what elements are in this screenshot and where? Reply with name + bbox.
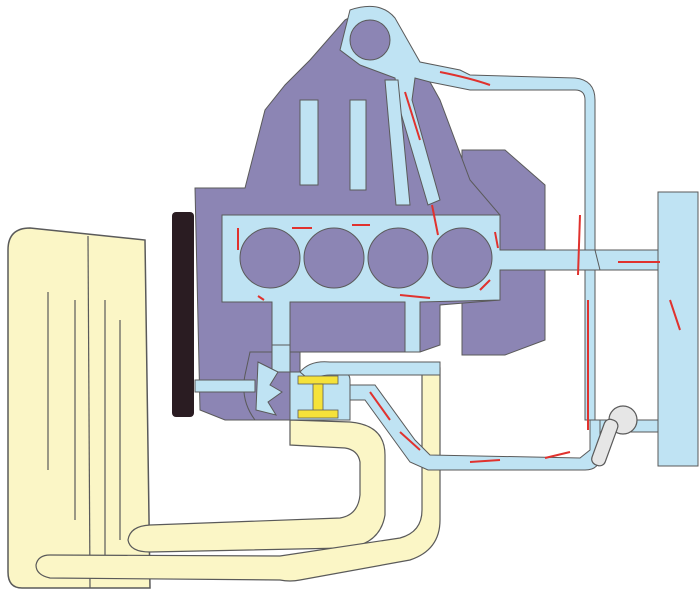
thermostat: [297, 375, 339, 419]
valve-handle: [591, 418, 619, 467]
flow-mark: [439, 71, 491, 86]
heater-feed: [594, 249, 661, 271]
flow-mark: [577, 214, 581, 276]
cylinder-4: [431, 227, 493, 289]
heater-valve: [591, 405, 638, 467]
flow-mark: [494, 231, 499, 249]
flow-mark: [469, 459, 501, 463]
pump-impeller: [255, 361, 283, 416]
flow-mark: [479, 279, 491, 291]
flow-mark: [404, 91, 421, 141]
radiator-hoses: [35, 367, 441, 582]
cylinder-3: [367, 227, 429, 289]
heater-core: [657, 191, 699, 467]
water-pump: [255, 361, 283, 416]
camshaft-housing: [349, 19, 391, 61]
fan-shaft-channel: [194, 379, 256, 393]
thermostat-bottom: [297, 409, 339, 419]
radiator-tube-lines: [47, 292, 121, 560]
flow-mark: [669, 299, 681, 331]
flow-mark: [399, 431, 421, 451]
head-gallery: [339, 5, 596, 421]
flow-mark: [544, 451, 571, 459]
fan-pulley: [172, 212, 194, 417]
pump-passage: [271, 344, 291, 373]
thermostat-top: [297, 375, 339, 385]
flow-arrows: [237, 71, 681, 463]
flow-mark: [257, 295, 265, 301]
cylinder-2: [303, 227, 365, 289]
flow-mark: [399, 294, 431, 299]
cylinder-1: [239, 227, 301, 289]
bypass-line: [349, 384, 601, 471]
lower-radiator-hose: [127, 419, 386, 553]
thermostat-stem: [312, 383, 324, 413]
radiator: [7, 227, 151, 589]
valley-passages: [299, 79, 411, 206]
upper-radiator-hose: [35, 367, 441, 582]
radiator-core: [7, 227, 151, 589]
flow-mark: [369, 391, 391, 421]
flow-mark: [431, 204, 439, 236]
cylinders: [239, 227, 493, 289]
radiator-divider: [87, 235, 91, 589]
pulley-shaft: [178, 282, 188, 344]
